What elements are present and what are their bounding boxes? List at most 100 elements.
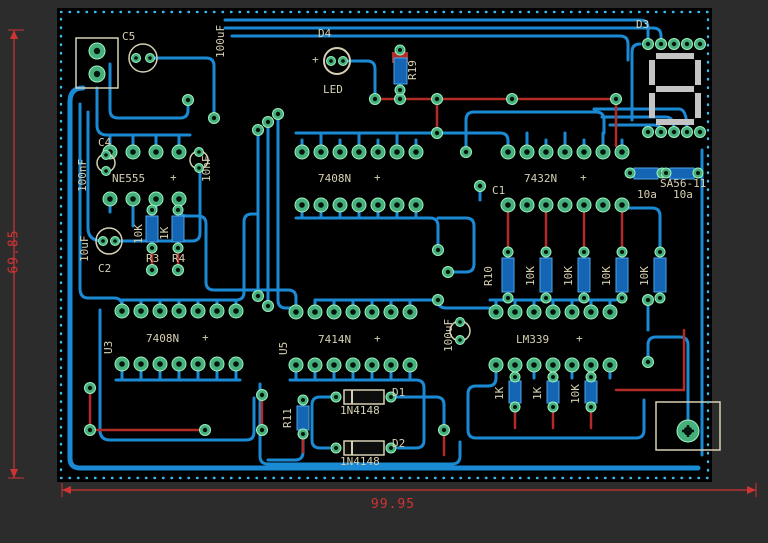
silkscreen-label[interactable]: 10K (562, 266, 575, 286)
silkscreen-label[interactable]: R10 (482, 266, 495, 286)
silkscreen-label[interactable]: + (374, 171, 381, 184)
resistor-body[interactable] (633, 167, 659, 180)
copper-trace-bottom[interactable] (630, 42, 642, 122)
pad-drill-hole (130, 196, 136, 202)
silkscreen-label[interactable]: LED (323, 83, 343, 96)
silkscreen-label[interactable]: D2 (392, 437, 405, 450)
copper-trace-bottom[interactable] (436, 216, 476, 274)
pad-drill-hole (389, 446, 393, 450)
component-label[interactable]: 7414N (318, 333, 351, 346)
resistor-body[interactable] (171, 215, 185, 243)
copper-trace-bottom[interactable] (646, 335, 690, 422)
diode-body[interactable] (343, 440, 385, 456)
silkscreen-label[interactable]: 10nF (200, 156, 213, 183)
silkscreen-label[interactable]: C2 (98, 262, 111, 275)
resistor-body[interactable] (584, 380, 598, 404)
copper-trace-bottom[interactable] (389, 395, 446, 426)
silkscreen-label[interactable]: + (374, 332, 381, 345)
silkscreen-label[interactable]: 1K (158, 226, 171, 240)
silkscreen-label[interactable]: 10a (673, 188, 693, 201)
pad-drill-hole (394, 202, 400, 208)
copper-trace-bottom[interactable] (95, 86, 192, 137)
silkscreen-label[interactable]: + (170, 171, 177, 184)
board-outline[interactable] (59, 10, 710, 480)
copper-trace-bottom[interactable] (466, 376, 646, 440)
silkscreen-label[interactable]: 100uF (442, 319, 455, 352)
component-label[interactable]: LM339 (516, 333, 549, 346)
silkscreen-label[interactable]: R4 (172, 252, 186, 265)
copper-trace-bottom[interactable] (120, 212, 260, 302)
silkscreen-label[interactable]: 10uF (78, 236, 91, 263)
silkscreen-label[interactable]: 10K (569, 384, 582, 404)
silkscreen-label[interactable]: 1N4148 (340, 455, 380, 468)
resistor-body[interactable] (501, 257, 515, 293)
component-label[interactable]: 7432N (524, 172, 557, 185)
copper-trace-bottom[interactable] (223, 26, 663, 40)
silkscreen-label[interactable]: 10K (132, 224, 145, 244)
silkscreen-label[interactable]: D4 (318, 27, 332, 40)
component-label[interactable]: 7408N (318, 172, 351, 185)
dimension-height-label[interactable]: 69.85 (6, 229, 22, 274)
silkscreen-label[interactable]: D1 (392, 386, 405, 399)
copper-trace-bottom[interactable] (258, 382, 462, 466)
resistor-body[interactable] (539, 257, 553, 293)
silkscreen-label[interactable]: R11 (281, 408, 294, 428)
silkscreen-label[interactable]: 1K (493, 386, 506, 400)
silkscreen-label[interactable]: 10K (638, 266, 651, 286)
silkscreen-label[interactable]: + (202, 331, 209, 344)
silkscreen-label[interactable]: 1K (531, 386, 544, 400)
silkscreen-label[interactable]: + (312, 53, 319, 66)
resistor-body[interactable] (296, 405, 310, 431)
pad-drill-hole (696, 171, 700, 175)
copper-trace-bottom[interactable] (108, 62, 190, 120)
silkscreen-label[interactable]: C4 (98, 136, 112, 149)
silkscreen-label[interactable]: + (580, 171, 587, 184)
resistor-body[interactable] (615, 257, 629, 293)
copper-trace-bottom[interactable] (294, 216, 440, 252)
connector-outline[interactable] (655, 401, 721, 451)
dimension-width-label[interactable]: 99.95 (370, 497, 416, 512)
resistor-body[interactable] (145, 215, 159, 243)
copper-trace-bottom[interactable] (67, 85, 701, 471)
component-label[interactable]: NE555 (112, 172, 145, 185)
connector-outline[interactable] (75, 37, 119, 89)
silkscreen-label[interactable]: 100uF (214, 25, 227, 58)
silkscreen-label[interactable]: SA56-11 (660, 177, 706, 190)
silkscreen-label[interactable]: 100nF (76, 159, 89, 192)
copper-trace-bottom[interactable] (464, 110, 606, 154)
copper-trace-bottom[interactable] (310, 395, 338, 450)
resistor-body[interactable] (508, 380, 522, 404)
silkscreen-label[interactable]: R3 (146, 252, 159, 265)
copper-trace-bottom[interactable] (276, 112, 296, 310)
silkscreen-label[interactable]: 10a (637, 188, 657, 201)
silkscreen-label[interactable]: D3 (636, 18, 649, 31)
copper-trace-bottom[interactable] (347, 59, 377, 101)
capacitor-outline[interactable] (95, 227, 123, 255)
copper-trace-bottom[interactable] (108, 134, 181, 154)
copper-trace-bottom[interactable] (149, 56, 216, 120)
silkscreen-label[interactable]: C1 (492, 184, 505, 197)
silkscreen-label[interactable]: 1N4148 (340, 404, 380, 417)
resistor-body[interactable] (577, 257, 591, 293)
capacitor-outline[interactable] (128, 43, 158, 73)
resistor-body[interactable] (653, 257, 667, 293)
resistor-body[interactable] (546, 380, 560, 404)
copper-trace-bottom[interactable] (98, 308, 256, 442)
copper-trace-bottom[interactable] (120, 362, 238, 382)
resistor-body[interactable] (393, 57, 408, 85)
component-label[interactable]: 7408N (146, 332, 179, 345)
silkscreen-label[interactable]: + (576, 332, 583, 345)
copper-trace-bottom[interactable] (288, 378, 426, 450)
silkscreen-label[interactable]: R19 (406, 60, 419, 80)
led-outline[interactable] (323, 47, 351, 75)
copper-trace-bottom[interactable] (230, 34, 630, 62)
silkscreen-label[interactable]: 10K (524, 266, 537, 286)
silkscreen-label[interactable]: 10K (600, 266, 613, 286)
copper-trace-bottom[interactable] (113, 170, 202, 243)
pad-drill-hole (434, 130, 440, 136)
silkscreen-label[interactable]: C5 (122, 30, 135, 43)
silkscreen-label[interactable]: U3 (102, 341, 115, 354)
diode-body[interactable] (343, 389, 385, 405)
silkscreen-label[interactable]: U5 (277, 342, 290, 355)
